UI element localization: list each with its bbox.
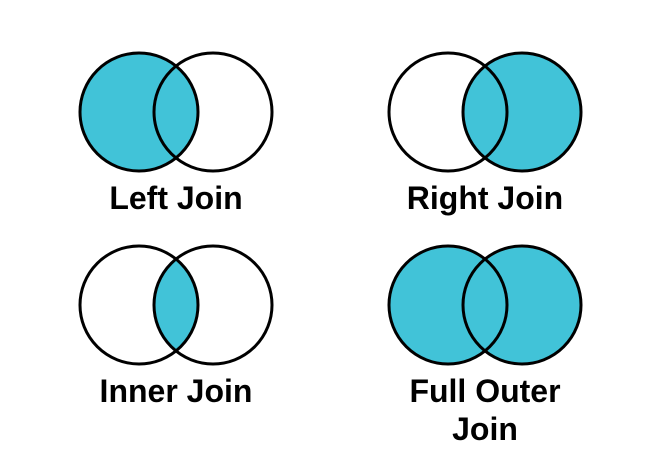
left-circle-fill xyxy=(80,53,198,171)
left-circle-outline xyxy=(387,244,509,366)
right-circle-outline xyxy=(152,51,274,173)
panel-label: Inner Join xyxy=(99,373,253,409)
panel-label: Right Join xyxy=(406,180,564,216)
panel-full-outer-join: Full Outer Join xyxy=(375,240,595,448)
left-circle-outline xyxy=(78,51,200,173)
right-circle-fill xyxy=(463,246,581,364)
panel-label: Full Outer Join xyxy=(409,373,561,447)
left-circle-outline xyxy=(387,51,509,173)
left-circle-outline xyxy=(78,244,200,366)
venn-diagram-inner-join xyxy=(78,244,274,366)
intersection-fill xyxy=(154,246,198,364)
panel-label: Left Join xyxy=(109,180,243,216)
panel-left-join: Left Join xyxy=(66,47,286,217)
right-circle-fill xyxy=(463,53,581,171)
panel-inner-join: Inner Join xyxy=(66,240,286,410)
venn-diagram-left-join xyxy=(78,51,274,173)
panel-right-join: Right Join xyxy=(375,47,595,217)
right-circle-outline xyxy=(461,244,583,366)
venn-diagram-right-join xyxy=(387,51,583,173)
venn-diagram-full-outer-join xyxy=(387,244,583,366)
right-circle-outline xyxy=(461,51,583,173)
right-circle-outline xyxy=(152,244,274,366)
